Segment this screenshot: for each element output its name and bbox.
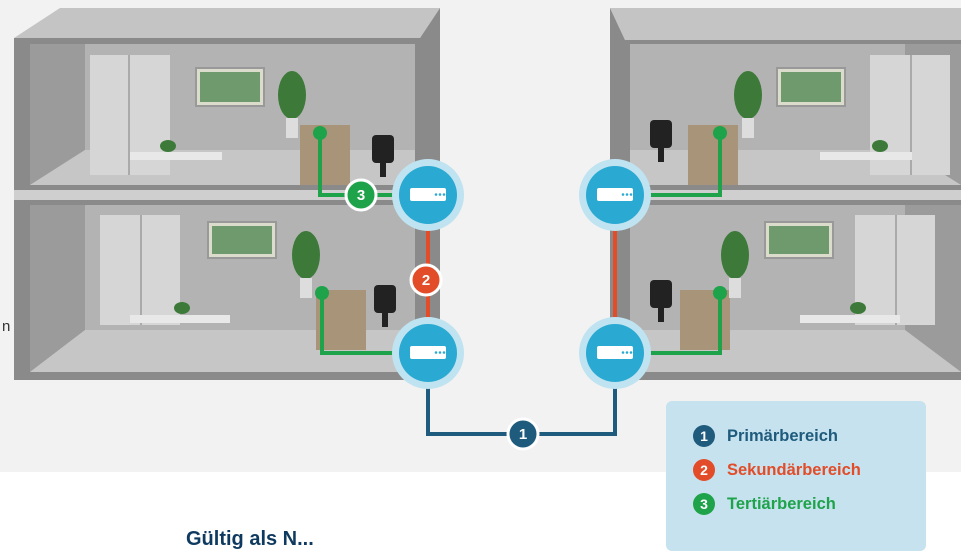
section-heading: Gültig als N... [186, 528, 314, 550]
legend-badge-tertiary: 3 [693, 493, 715, 515]
badge-tertiary: 3 [344, 178, 378, 212]
device-right-top [579, 159, 651, 231]
legend-item-tertiary: 3 Tertiärbereich [693, 493, 836, 515]
legend-label-primary: Primärbereich [727, 426, 838, 445]
legend-label-tertiary: Tertiärbereich [727, 494, 836, 513]
legend: 1 Primärbereich 2 Sekundärbereich 3 Tert… [666, 401, 926, 551]
badge-tertiary-label: 3 [357, 187, 365, 204]
device-left-bottom [392, 317, 464, 389]
outlet-dots [313, 126, 727, 300]
device-right-bottom [579, 317, 651, 389]
legend-item-secondary: 2 Sekundärbereich [693, 459, 861, 481]
plants [160, 71, 888, 314]
badge-secondary: 2 [409, 263, 443, 297]
edge-text-fragment: n [2, 318, 11, 335]
legend-label-secondary: Sekundärbereich [727, 460, 861, 479]
legend-badge-primary: 1 [693, 425, 715, 447]
badge-secondary-label: 2 [422, 272, 430, 289]
badge-primary-label: 1 [519, 426, 527, 443]
office-chairs [372, 120, 672, 327]
legend-badge-secondary: 2 [693, 459, 715, 481]
right-building [610, 8, 961, 380]
legend-item-primary: 1 Primärbereich [693, 425, 838, 447]
badge-primary: 1 [506, 417, 540, 451]
network-diagram: 3 2 1 [14, 8, 961, 451]
device-left-top [392, 159, 464, 231]
diagram-stage: 3 2 1 [0, 0, 961, 472]
